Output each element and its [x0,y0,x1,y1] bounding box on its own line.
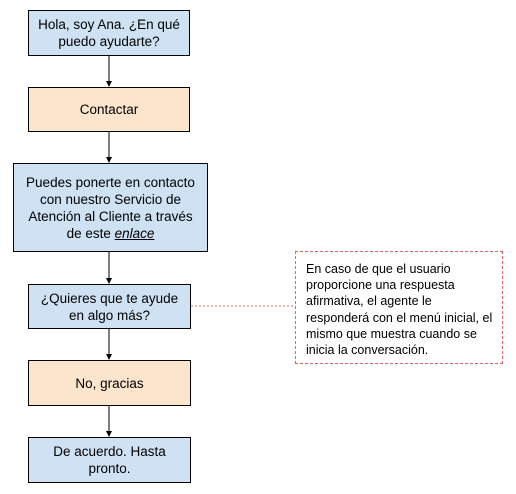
goodbye-node: De acuerdo. Hasta pronto. [28,437,191,483]
annotation-note: En caso de que el usuario proporcione un… [295,251,503,364]
contact-node: Contactar [28,87,190,132]
info-text: Puedes ponerte en contacto con nuestro S… [22,174,199,242]
enlace-link[interactable]: enlace [114,225,155,241]
goodbye-text: De acuerdo. Hasta pronto. [53,444,166,476]
contact-text: Contactar [79,102,139,117]
greeting-node: Hola, soy Ana. ¿En qué puedo ayudarte? [28,10,190,56]
info-node: Puedes ponerte en contacto con nuestro S… [13,163,208,252]
annotation-note-text: En caso de que el usuario proporcione un… [306,262,493,358]
no-thanks-node: No, gracias [28,360,191,406]
greeting-text: Hola, soy Ana. ¿En qué puedo ayudarte? [38,17,180,49]
no-thanks-text: No, gracias [75,375,144,391]
more-help-text: ¿Quieres que te ayude en algo más? [40,290,179,323]
info-text-body: Puedes ponerte en contacto con nuestro S… [26,174,195,241]
more-help-node: ¿Quieres que te ayude en algo más? [28,284,191,329]
